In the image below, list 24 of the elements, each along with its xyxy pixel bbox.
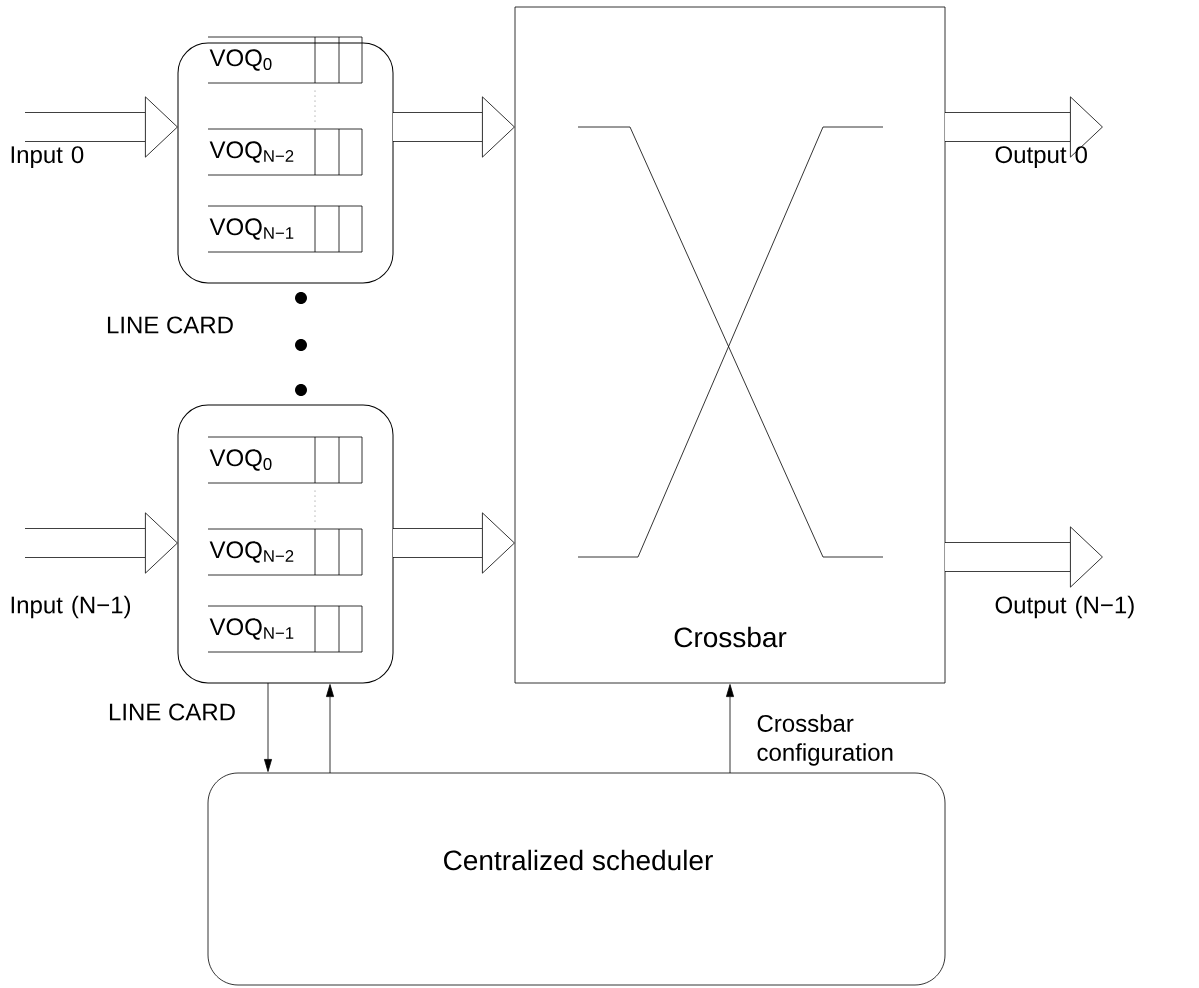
queue-box: VOQ$_{N−2}$ [207, 528, 363, 576]
arrow [326, 684, 334, 774]
block-arrow [945, 96, 1103, 158]
edge-label: Input (N−1) [11, 595, 131, 619]
edge-label: Output (N−1) [995, 595, 1134, 619]
crossbar-box: Crossbar [514, 6, 946, 684]
queue-box: VOQ$_{0}$ [207, 36, 363, 84]
edge-label: Input 0 [11, 146, 84, 168]
edge-label: Crossbar configuration [757, 714, 893, 766]
block-arrow [393, 512, 515, 574]
block-arrow [25, 512, 178, 574]
edge-label: Output 0 [995, 146, 1087, 168]
node-label: LINE CARD [109, 703, 235, 721]
block-arrow [945, 526, 1103, 588]
arrow [726, 684, 734, 774]
block-arrow [393, 96, 515, 158]
scheduler-box: Centralized scheduler [207, 772, 946, 986]
queue-box: VOQ$_{N−1}$ [207, 605, 363, 653]
queue-box: VOQ$_{N−1}$ [207, 205, 363, 253]
arrow [264, 682, 272, 772]
node-label: LINE CARD [107, 316, 233, 334]
queue-box: VOQ$_{N−2}$ [207, 128, 363, 176]
queue-box: VOQ$_{0}$ [207, 436, 363, 484]
block-arrow [25, 96, 178, 158]
